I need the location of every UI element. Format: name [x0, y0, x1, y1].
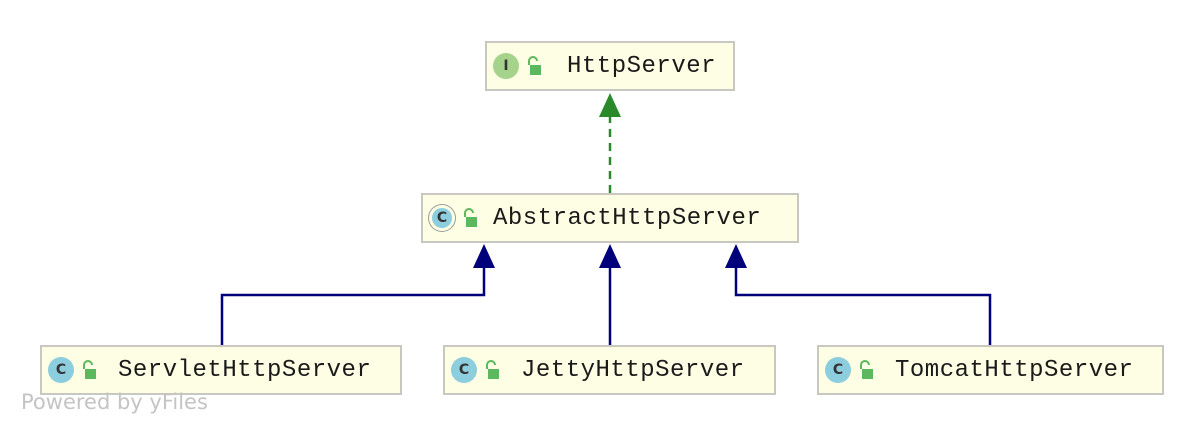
public-unlocked-icon: [486, 360, 499, 379]
class-badge-icon: C: [825, 357, 851, 383]
public-unlocked-icon: [464, 208, 477, 227]
node-label: JettyHttpServer: [521, 356, 745, 384]
edge-implements-abstract-to-httpserver: [599, 93, 621, 193]
public-unlocked-icon: [528, 56, 541, 75]
edge-extends-jetty-to-abstract: [599, 244, 621, 345]
edge-extends-servlet-to-abstract: [220, 244, 495, 345]
node-label: HttpServer: [567, 52, 717, 80]
arrowhead-implements: [599, 93, 621, 117]
class-badge-icon: C: [48, 357, 74, 383]
node-label: ServletHttpServer: [118, 356, 372, 384]
node-servlethttpserver[interactable]: C ServletHttpServer: [40, 345, 402, 395]
node-label: AbstractHttpServer: [493, 204, 762, 232]
class-badge-icon: C: [451, 357, 477, 383]
arrowhead-extends-jetty: [599, 244, 621, 268]
node-abstracthttpserver[interactable]: C AbstractHttpServer: [421, 193, 799, 243]
interface-badge-icon: I: [493, 53, 519, 79]
arrowhead-extends-servlet: [473, 244, 495, 268]
edge-extends-tomcat-to-abstract: [725, 244, 992, 345]
node-tomcathttpserver[interactable]: C TomcatHttpServer: [817, 345, 1164, 395]
public-unlocked-icon: [860, 360, 873, 379]
arrowhead-extends-tomcat: [725, 244, 747, 268]
public-unlocked-icon: [83, 360, 96, 379]
node-label: TomcatHttpServer: [895, 356, 1134, 384]
powered-by-watermark: Powered by yFiles: [21, 390, 208, 414]
node-jettyhttpserver[interactable]: C JettyHttpServer: [443, 345, 776, 395]
abstract-class-badge-icon: C: [429, 205, 455, 231]
node-httpserver[interactable]: I HttpServer: [485, 41, 735, 91]
